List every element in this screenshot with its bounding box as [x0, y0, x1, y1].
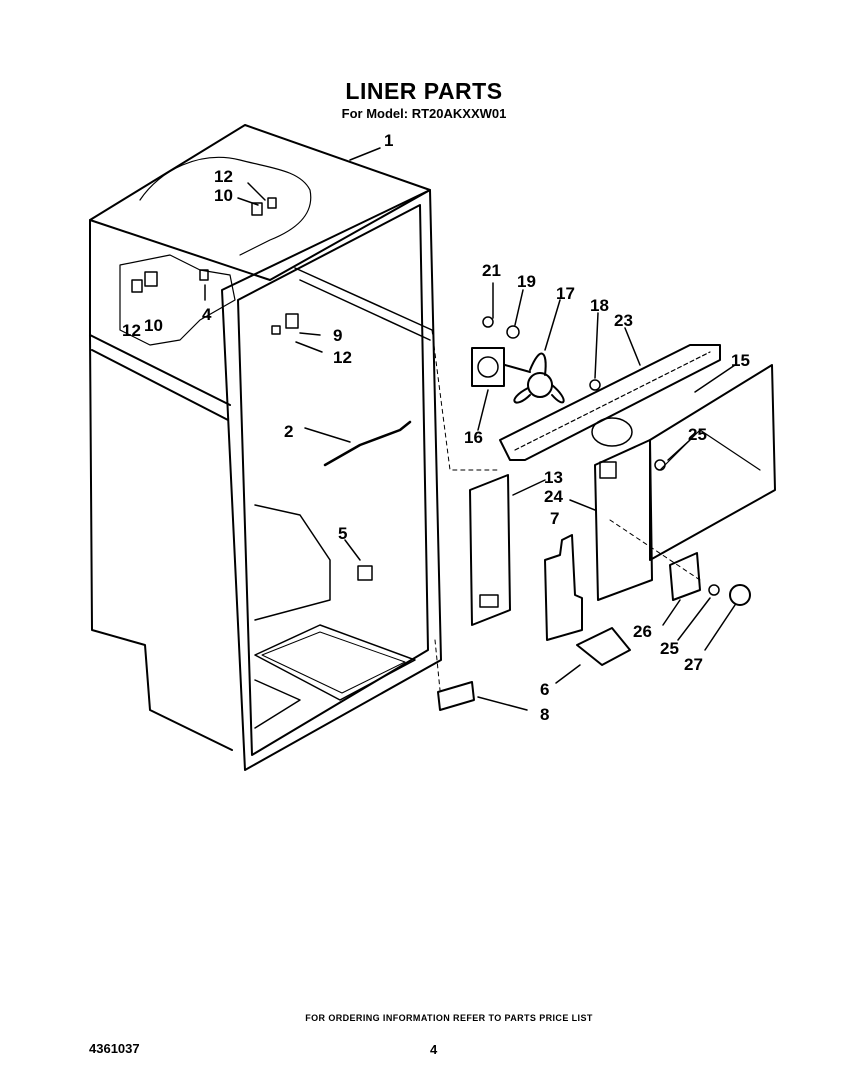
part-17-fan-blade: [513, 352, 565, 404]
callout-7: 7: [550, 509, 559, 528]
callout-10-left: 10: [144, 316, 163, 335]
callout-21: 21: [482, 261, 501, 280]
liner-cabinet: [89, 124, 442, 771]
part-7-insulation: [544, 534, 583, 641]
callout-25-upper: 25: [688, 425, 707, 444]
callout-25-lower: 25: [660, 639, 679, 658]
part-8-trim: [437, 681, 475, 711]
callout-12-top: 12: [214, 167, 233, 186]
callout-24: 24: [544, 487, 563, 506]
fan-motor-assembly: [471, 316, 531, 387]
callout-15: 15: [731, 351, 750, 370]
ordering-info-note: FOR ORDERING INFORMATION REFER TO PARTS …: [305, 1013, 593, 1023]
callout-labels: 1 12 10 12 10 4 9 12 2 5 21 19 17 18 23 …: [122, 131, 750, 724]
callout-17: 17: [556, 284, 575, 303]
leader-lines: [204, 147, 736, 711]
callout-5: 5: [338, 524, 347, 543]
callout-12-left: 12: [122, 321, 141, 340]
model-subtitle: For Model: RT20AKXXW01: [341, 106, 507, 121]
part-27-knob: [729, 584, 751, 606]
callout-16: 16: [464, 428, 483, 447]
part-2-harness: [323, 420, 412, 467]
callout-10-top: 10: [214, 186, 233, 205]
callout-8: 8: [540, 705, 549, 724]
page-number: 4: [430, 1042, 438, 1057]
document-number: 4361037: [89, 1041, 140, 1056]
callout-12-mid: 12: [333, 348, 352, 367]
callout-23: 23: [614, 311, 633, 330]
part-6-bracket: [576, 627, 631, 666]
part-15-panel: [649, 364, 776, 561]
callout-19: 19: [517, 272, 536, 291]
part-26-plate: [669, 552, 701, 601]
callout-6: 6: [540, 680, 549, 699]
callout-4: 4: [202, 305, 212, 324]
clip-parts: [131, 197, 299, 335]
callout-27: 27: [684, 655, 703, 674]
page-title: LINER PARTS: [345, 78, 503, 104]
callout-13: 13: [544, 468, 563, 487]
callout-2: 2: [284, 422, 293, 441]
callout-1: 1: [384, 131, 393, 150]
callout-9: 9: [333, 326, 342, 345]
part-18-screw: [589, 379, 601, 391]
part-5-clip: [357, 565, 373, 581]
part-25-screw: [708, 584, 720, 596]
callout-26: 26: [633, 622, 652, 641]
part-13-duct-cover: [469, 474, 511, 626]
callout-18: 18: [590, 296, 609, 315]
part-23-evaporator-cover: [499, 344, 721, 461]
part-24-control-housing: [594, 439, 666, 601]
